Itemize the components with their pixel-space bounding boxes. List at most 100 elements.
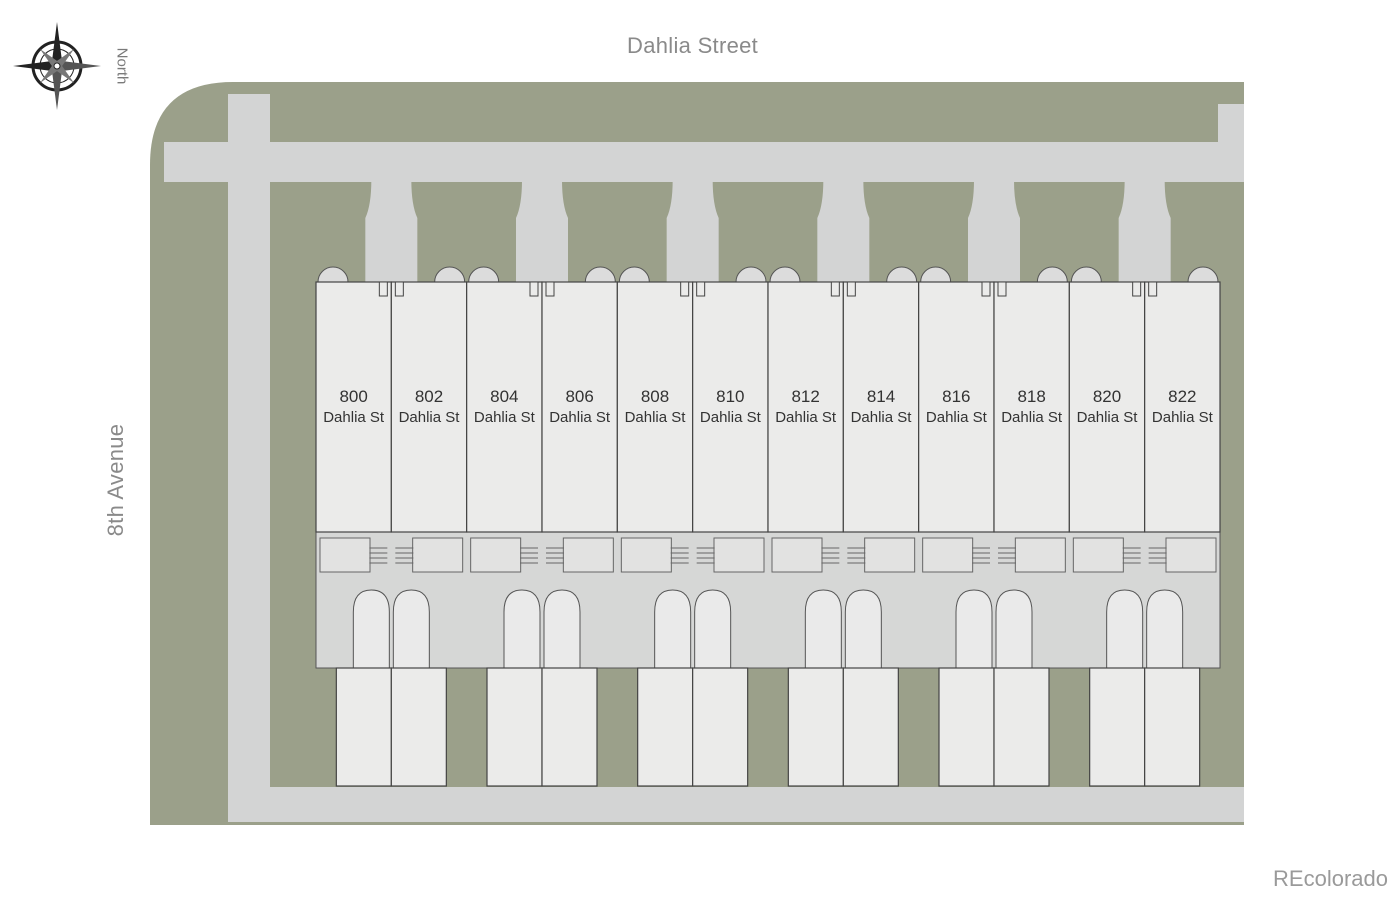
- courtyard-wall: [1072, 537, 1124, 573]
- walkway: [968, 180, 1020, 296]
- garage-804: [486, 667, 543, 787]
- street-label-8th-avenue: 8th Avenue: [103, 423, 128, 537]
- entry-notch: [545, 281, 555, 297]
- unit-number: 808: [640, 387, 670, 406]
- entry-notch: [1132, 281, 1142, 297]
- unit-footprint-822: [1144, 281, 1221, 533]
- sidewalk-left: [228, 94, 270, 822]
- courtyard-wall: [1014, 537, 1066, 573]
- walkway: [1118, 180, 1171, 296]
- garage-approach: [654, 589, 692, 669]
- entry-notch: [1148, 281, 1158, 297]
- courtyard-wall: [864, 537, 916, 573]
- stoop: [735, 266, 767, 283]
- unit-street: Dahlia St: [323, 409, 385, 426]
- unit-street: Dahlia St: [549, 409, 611, 426]
- unit-footprint-804: [466, 281, 543, 533]
- stoop: [434, 266, 466, 283]
- courtyard-wall: [470, 537, 522, 573]
- entry-notch: [830, 281, 840, 297]
- garage-approach: [844, 589, 882, 669]
- garage-approach: [352, 589, 390, 669]
- unit-number: 816: [942, 387, 971, 406]
- walkway: [516, 180, 568, 296]
- sidewalk-top: [164, 142, 1244, 182]
- unit-number: 800: [339, 387, 368, 406]
- courtyard-wall: [922, 537, 974, 573]
- entry-notch: [394, 281, 404, 297]
- walkway: [365, 180, 418, 296]
- courtyard: [315, 531, 1221, 669]
- unit-footprint-806: [541, 281, 618, 533]
- garage-822: [1144, 667, 1201, 787]
- entry-notch: [378, 281, 388, 297]
- unit-street: Dahlia St: [1151, 409, 1213, 426]
- courtyard-wall: [562, 537, 614, 573]
- compass-rose-icon: [13, 22, 101, 110]
- unit-number: 804: [490, 387, 519, 406]
- unit-footprint-810: [692, 281, 769, 533]
- unit-footprint-812: [767, 281, 844, 533]
- garage-816: [938, 667, 995, 787]
- garage-approach: [543, 589, 581, 669]
- entry-notch: [529, 281, 539, 297]
- unit-number: 822: [1168, 387, 1197, 406]
- sidewalk-right-stub: [1218, 104, 1244, 182]
- unit-street: Dahlia St: [850, 409, 912, 426]
- garage-810: [692, 667, 749, 787]
- unit-number: 810: [716, 387, 745, 406]
- unit-street: Dahlia St: [699, 409, 761, 426]
- street-label-dahlia-street: Dahlia Street: [627, 33, 759, 58]
- unit-street: Dahlia St: [1001, 409, 1063, 426]
- unit-number: 812: [791, 387, 820, 406]
- unit-street: Dahlia St: [624, 409, 686, 426]
- garage-812: [787, 667, 844, 787]
- stoop: [584, 266, 616, 283]
- stoop: [886, 266, 918, 283]
- entry-notch: [696, 281, 706, 297]
- garage-approach: [804, 589, 842, 669]
- entry-notch: [846, 281, 856, 297]
- garage-approach: [995, 589, 1033, 669]
- garage-approach: [503, 589, 541, 669]
- sidewalk-bottom: [228, 787, 1244, 822]
- unit-number: 802: [414, 387, 444, 406]
- garage-814: [842, 667, 899, 787]
- garage-approach: [1146, 589, 1184, 669]
- entry-notch: [981, 281, 991, 297]
- stoop: [1187, 266, 1219, 283]
- unit-street: Dahlia St: [1076, 409, 1138, 426]
- unit-street: Dahlia St: [775, 409, 837, 426]
- stoop: [1070, 266, 1102, 283]
- courtyard-wall: [771, 537, 823, 573]
- garage-approach: [1106, 589, 1144, 669]
- compass-north-label: North: [113, 47, 131, 85]
- courtyard-wall: [620, 537, 672, 573]
- walkway: [666, 180, 719, 296]
- courtyard-wall: [412, 537, 464, 573]
- courtyard-wall: [713, 537, 765, 573]
- garage-806: [541, 667, 598, 787]
- courtyard-wall: [319, 537, 371, 573]
- stoop: [618, 266, 650, 283]
- unit-footprint-802: [390, 281, 468, 533]
- garage-approach: [392, 589, 430, 669]
- garage-approach: [955, 589, 993, 669]
- watermark: REcolorado: [1273, 866, 1388, 891]
- unit-number: 814: [866, 387, 896, 406]
- unit-street: Dahlia St: [473, 409, 535, 426]
- stoop: [468, 266, 500, 283]
- entry-notch: [680, 281, 690, 297]
- stoop: [920, 266, 952, 283]
